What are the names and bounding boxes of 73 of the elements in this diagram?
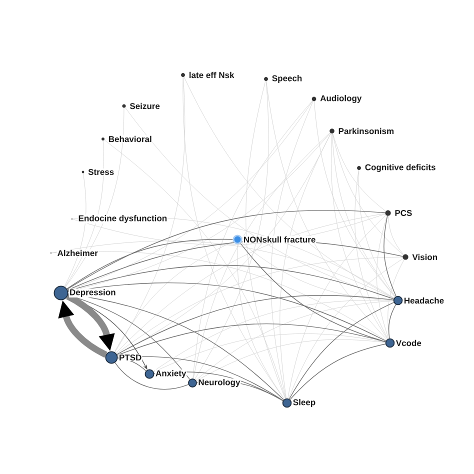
connector-line xyxy=(68,282,386,342)
connector-line xyxy=(388,216,404,256)
connector-line xyxy=(290,344,386,400)
connector-line xyxy=(193,132,330,379)
connector-line xyxy=(270,100,314,399)
node-label: Audiology xyxy=(320,94,362,104)
connector-line xyxy=(332,133,386,212)
connector-line xyxy=(116,256,403,354)
connector-line xyxy=(237,244,285,400)
connector-line xyxy=(68,132,331,292)
connector-line xyxy=(116,213,386,354)
connector-line xyxy=(153,300,394,372)
node-label: Anxiety xyxy=(155,370,187,378)
connector-line xyxy=(117,323,386,356)
connector-line xyxy=(116,295,394,355)
connector-line xyxy=(388,304,396,339)
connector-line xyxy=(184,76,394,299)
node-label: Cognitive deficits xyxy=(364,164,436,172)
node-label: late eff Nsk xyxy=(188,71,235,79)
connector-line xyxy=(116,132,332,355)
connector-line xyxy=(192,100,313,379)
connector-line xyxy=(314,100,396,298)
connector-line xyxy=(117,356,284,401)
node-label: Endocine dysfunction xyxy=(78,214,168,224)
connector-line xyxy=(354,170,388,340)
connector-line xyxy=(64,140,104,288)
connector-line xyxy=(154,333,386,372)
connector-line xyxy=(114,241,234,352)
connector-line xyxy=(376,215,389,339)
connector-line xyxy=(117,358,146,372)
connector-line xyxy=(68,265,394,300)
connector-line xyxy=(65,108,124,288)
connector-line xyxy=(388,259,404,339)
connector-line xyxy=(384,215,396,297)
connector-line xyxy=(280,132,332,399)
node-label: Stress xyxy=(88,168,115,176)
connector-line xyxy=(104,140,286,399)
connector-line xyxy=(124,107,394,300)
connector-line xyxy=(196,339,386,382)
connector-line xyxy=(196,300,394,380)
node-label: Depression xyxy=(69,288,116,298)
connector-line xyxy=(358,170,396,297)
connector-line xyxy=(288,214,386,399)
node-label: Headache xyxy=(403,296,445,304)
node-label: Speech xyxy=(271,74,303,84)
node-label: Parkinsonism xyxy=(338,127,395,135)
node-label: Alzheimer xyxy=(56,249,98,257)
connector-line xyxy=(66,238,234,290)
connector-line xyxy=(332,133,396,298)
node-label: Behavioral xyxy=(108,135,152,143)
connector-line xyxy=(66,210,386,290)
connector-line xyxy=(288,258,404,399)
node-label: Seizure xyxy=(129,102,160,110)
connector-line xyxy=(182,76,285,400)
connector-line xyxy=(266,80,388,340)
connector-line xyxy=(114,362,189,390)
node-label: PTSD xyxy=(118,354,142,361)
connector-line xyxy=(114,76,186,352)
node-label: Vision xyxy=(412,253,438,261)
connector-line xyxy=(332,133,404,256)
connector-line xyxy=(194,80,269,380)
node-label: PCS xyxy=(394,209,413,216)
node-label: Sleep xyxy=(292,398,316,408)
connector-line xyxy=(331,133,388,340)
node-label: Vcode xyxy=(395,339,422,347)
node-label: NONskull fracture xyxy=(242,236,316,244)
connector-line xyxy=(68,294,284,400)
connector-line xyxy=(52,240,394,299)
connector-line xyxy=(68,100,313,291)
connector-line xyxy=(288,302,394,400)
connector-line xyxy=(246,80,286,399)
connector-line xyxy=(240,242,386,342)
node-label: Neurology xyxy=(198,378,241,388)
